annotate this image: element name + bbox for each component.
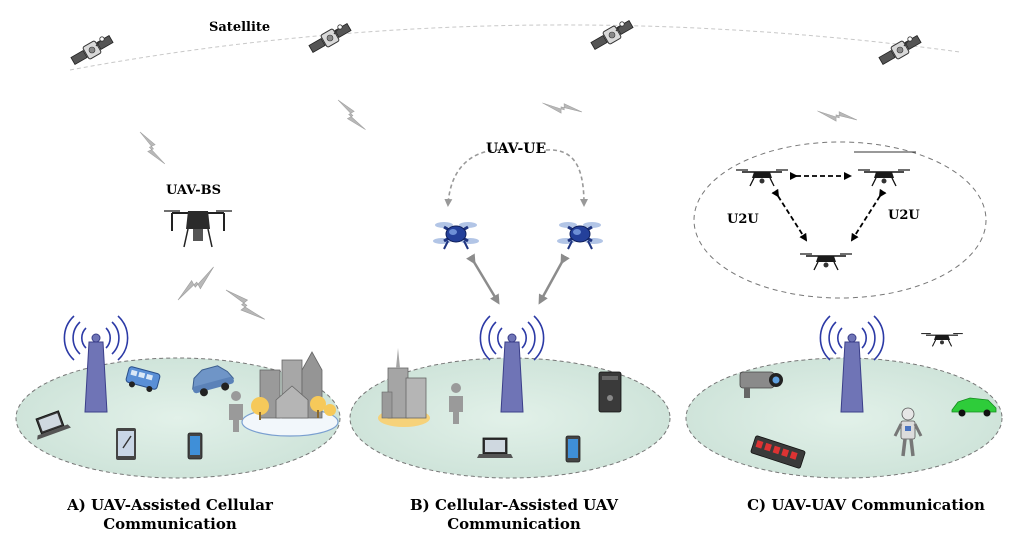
u2u-arrow-left xyxy=(771,188,808,242)
uav-ue-arrow-right xyxy=(545,149,588,207)
uav-ue-label: UAV-UE xyxy=(486,141,547,157)
caption-c-line1: C) UAV-UAV Communication xyxy=(747,496,985,514)
lightning-icon xyxy=(225,280,266,329)
blue-drone-icon xyxy=(431,220,481,251)
u2u-swarm-circle xyxy=(693,141,987,299)
lightning-icon xyxy=(173,266,219,301)
surveillance-camera-icon xyxy=(739,371,783,398)
caption-a-line1: A) UAV-Assisted Cellular xyxy=(67,496,273,514)
car-icon xyxy=(192,365,235,397)
bus-icon xyxy=(125,366,161,393)
caption-b: B) Cellular-Assisted UAV Communication xyxy=(384,496,644,534)
u2u-label-left: U2U xyxy=(727,212,759,227)
smart-device-icon xyxy=(750,435,806,469)
satellite-orbit xyxy=(69,24,961,71)
link-arrow xyxy=(466,253,500,305)
uav-bs-label: UAV-BS xyxy=(166,183,221,198)
black-drone-icon xyxy=(857,169,911,187)
blue-drone-icon xyxy=(555,220,605,251)
caption-a-line2: Communication xyxy=(103,515,237,533)
tablet-icon xyxy=(116,428,136,460)
city-buildings-icon xyxy=(378,348,430,427)
lightning-icon xyxy=(139,129,166,167)
uav-ue-arrow-left xyxy=(444,149,507,207)
sports-car-icon xyxy=(951,397,997,417)
u2u-label-right: U2U xyxy=(888,208,920,223)
smartphone-icon xyxy=(187,432,203,460)
city-buildings-icon xyxy=(241,351,339,437)
link-arrow xyxy=(538,253,570,305)
satellite-icon xyxy=(308,22,352,54)
lightning-icon xyxy=(817,99,858,132)
satellite-icon xyxy=(590,19,634,51)
uav-bs-drone-icon xyxy=(164,210,232,248)
black-drone-icon xyxy=(920,333,964,347)
u2u-arrow-right xyxy=(850,188,887,242)
caption-b-line2: Communication xyxy=(447,515,581,533)
black-drone-icon xyxy=(799,253,853,271)
lightning-icon xyxy=(542,91,583,124)
caption-c: C) UAV-UAV Communication xyxy=(726,496,1006,515)
satellite-icon xyxy=(70,34,114,66)
ground-area-b xyxy=(349,357,671,479)
server-icon xyxy=(598,371,622,413)
lightning-icon xyxy=(337,95,366,134)
black-drone-icon xyxy=(735,169,789,187)
smartphone-icon xyxy=(565,435,581,463)
satellite-icon xyxy=(878,34,922,66)
caption-b-line1: B) Cellular-Assisted UAV xyxy=(410,496,618,514)
satellite-label: Satellite xyxy=(209,20,271,35)
caption-a: A) UAV-Assisted Cellular Communication xyxy=(40,496,300,534)
robot-icon xyxy=(893,407,923,457)
